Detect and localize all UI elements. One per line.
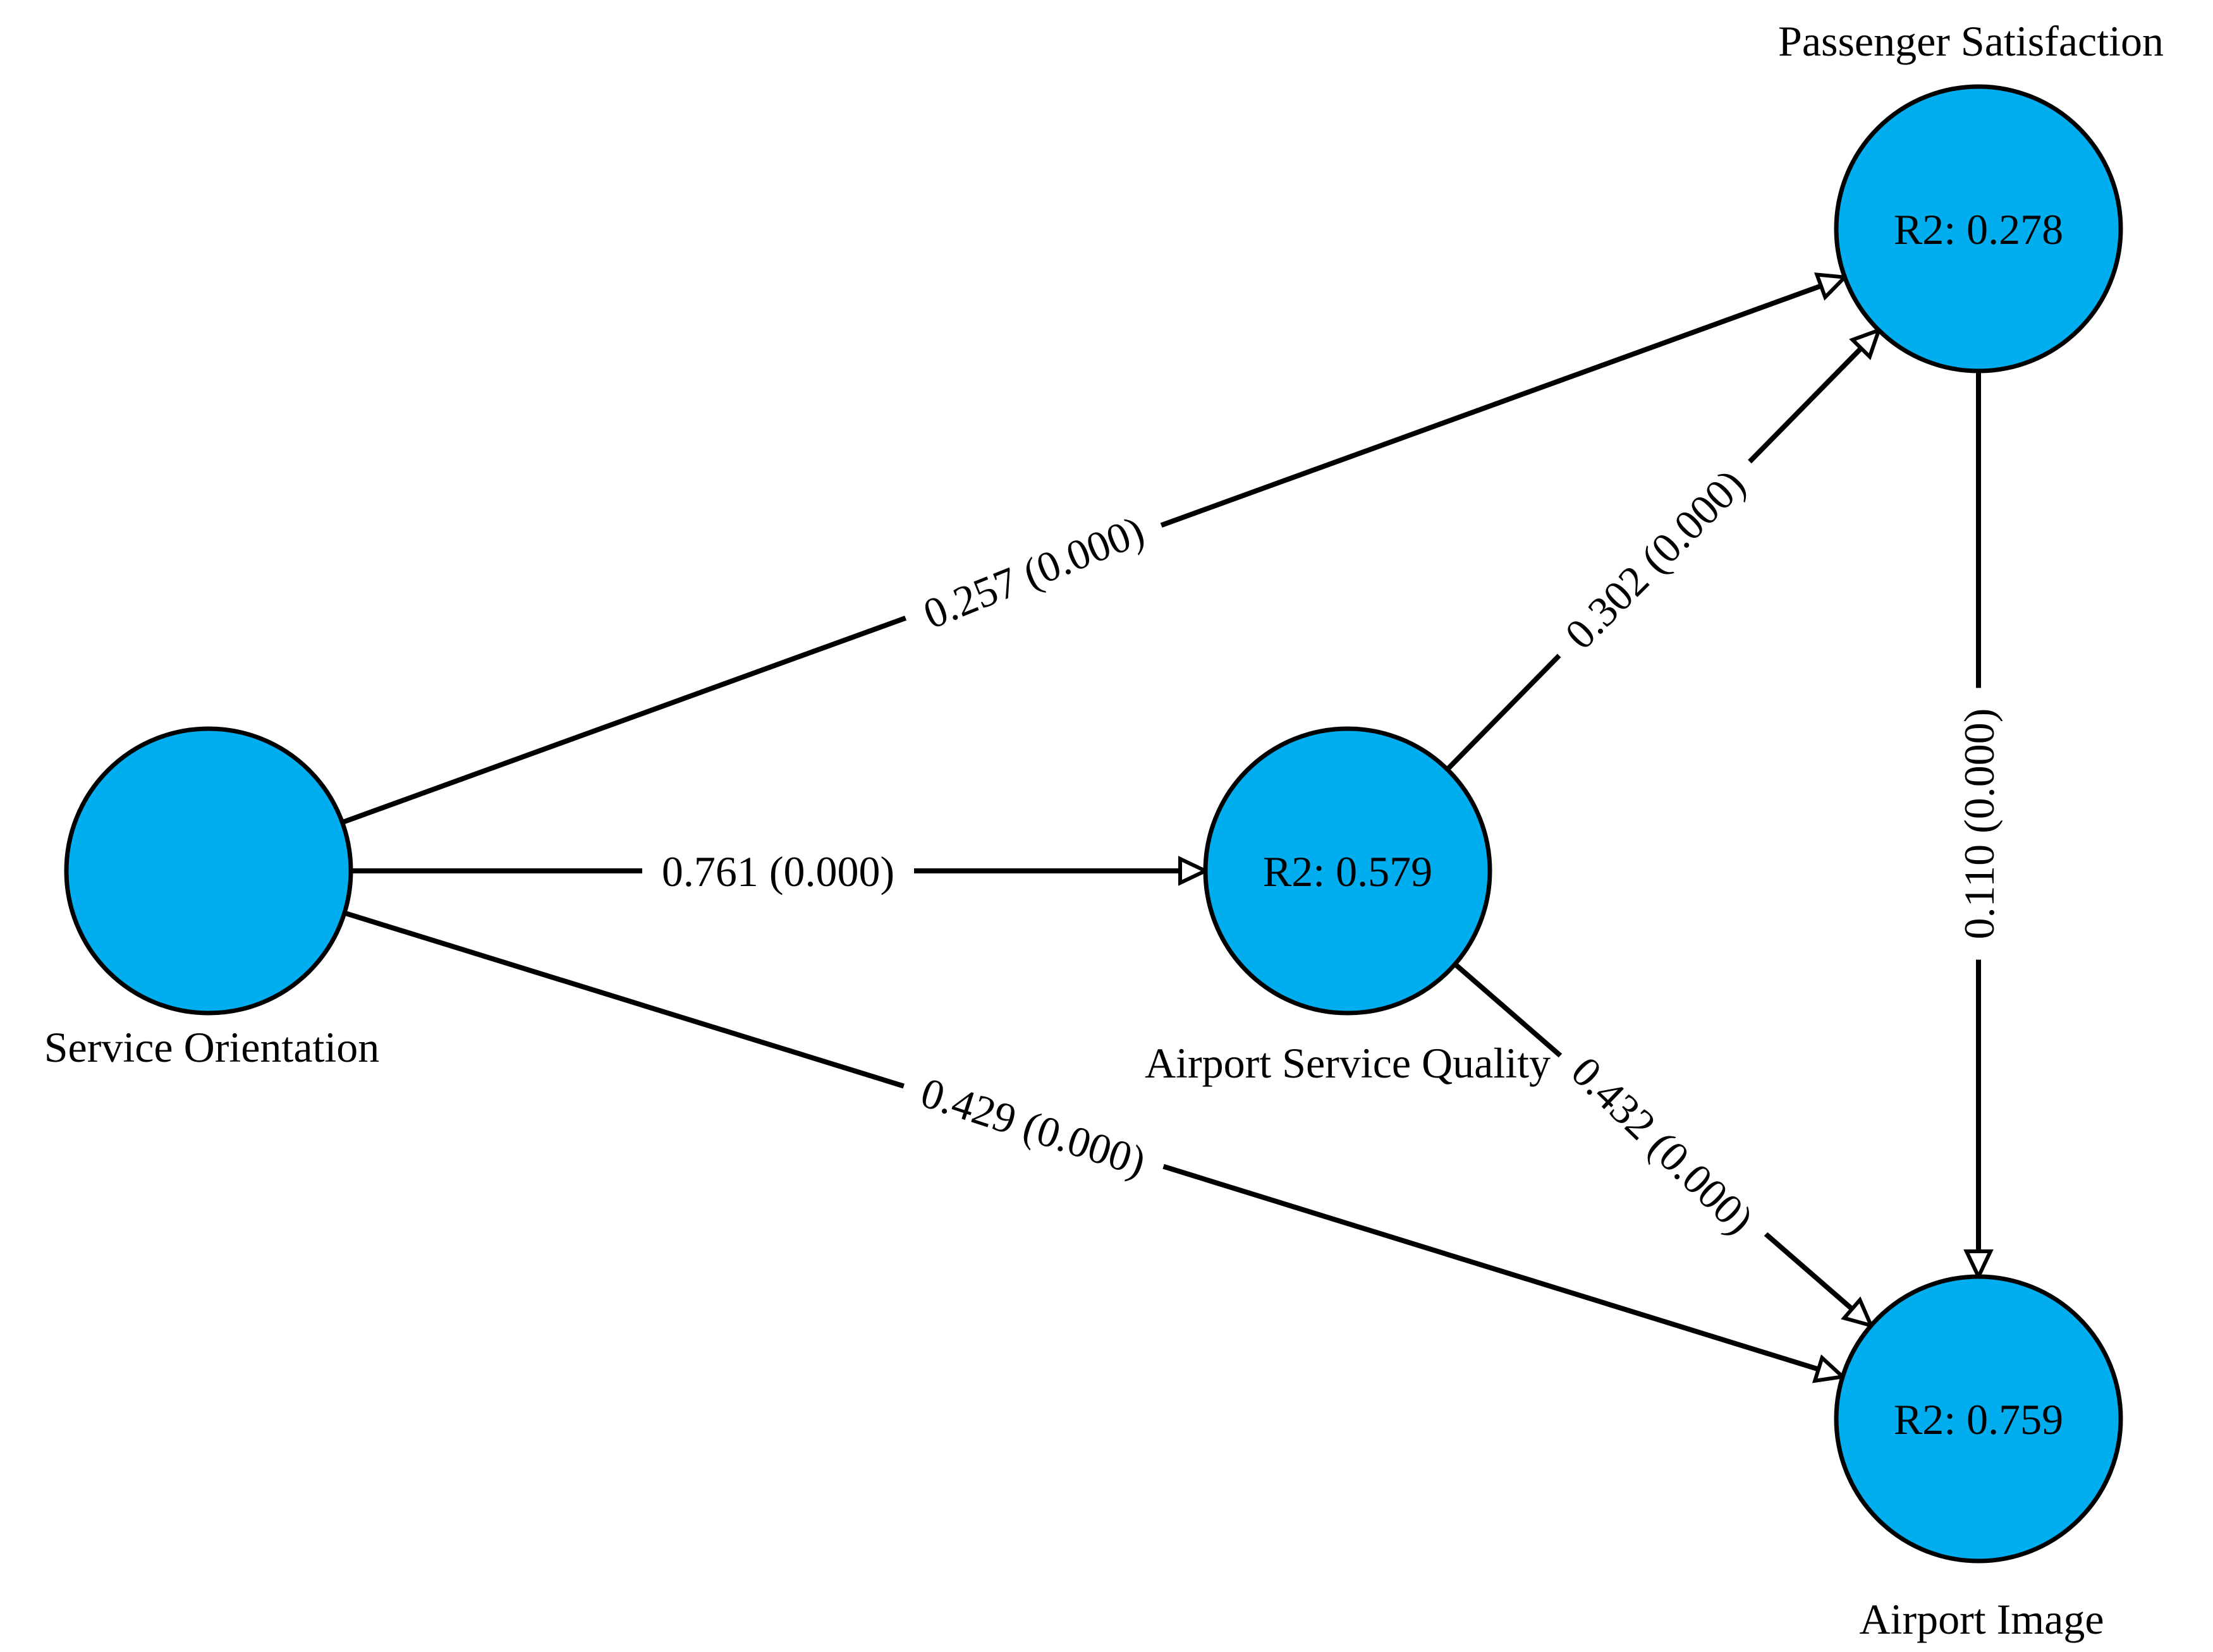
edge-label-background [896,1059,1171,1191]
edge-label-so-ps: 0.257 (0.000) [917,506,1150,638]
node-circle-airport-service-quality [1203,726,1492,1016]
edge-label-group-so-ai: 0.429 (0.000) [896,1059,1171,1191]
node-circle-service-orientation [64,726,353,1016]
arrowhead-so-ps [1814,272,1850,301]
node-r2-passenger-satisfaction: R2: 0.278 [1894,205,2063,253]
node-r2-airport-image: R2: 0.759 [1894,1395,2063,1443]
edge-label-background [1548,1031,1779,1257]
node-label-passenger-satisfaction: Passenger Satisfaction [1778,17,2164,65]
edge-label-background [897,496,1169,645]
edge-label-group-asq-ps: 0.302 (0.000) [1539,444,1768,672]
node-circle-passenger-satisfaction [1834,84,2123,374]
edge-label-asq-ps: 0.302 (0.000) [1556,460,1754,659]
edge-label-so-asq: 0.761 (0.000) [662,847,894,896]
arrowhead-so-asq [1178,856,1210,886]
arrowhead-ps-ai [1963,1249,1994,1281]
edge-label-group-ps-ai: 0.110 (0.000) [1952,688,2003,960]
edge-label-group-so-asq: 0.761 (0.000) [642,844,914,896]
edge-label-background [1952,688,2003,960]
arrowhead-asq-ai [1841,1296,1875,1328]
edge-label-asq-ai: 0.432 (0.000) [1562,1047,1763,1244]
node-r2-airport-service-quality: R2: 0.579 [1263,847,1432,896]
edge-label-group-asq-ai: 0.432 (0.000) [1548,1031,1779,1257]
node-label-airport-image: Airport Image [1859,1595,2104,1643]
edge-label-ps-ai: 0.110 (0.000) [1955,708,2003,940]
node-label-service-orientation: Service Orientation [44,1023,380,1071]
edge-label-group-so-ps: 0.257 (0.000) [897,496,1169,645]
edge-label-background [1539,444,1768,672]
node-circle-airport-image [1834,1274,2123,1564]
edge-label-background [642,844,914,895]
node-label-airport-service-quality: Airport Service Quality [1145,1039,1551,1087]
arrowhead-so-ai [1812,1354,1847,1383]
arrowhead-asq-ps [1849,327,1882,360]
